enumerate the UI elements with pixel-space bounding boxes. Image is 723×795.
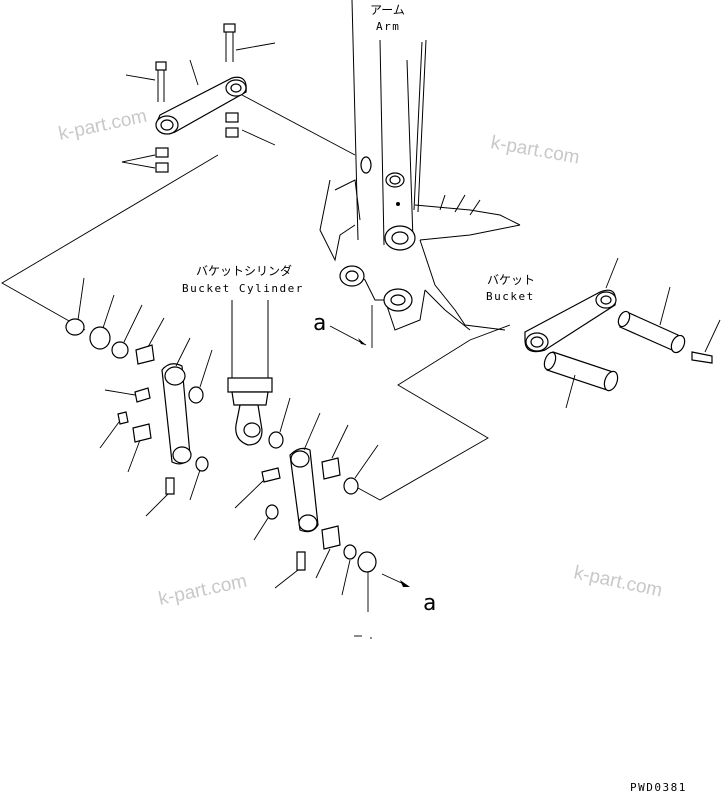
bucket-label-jp: バケット — [487, 273, 535, 287]
bucket-link-and-pins — [524, 257, 721, 409]
top-link-assembly — [121, 23, 276, 173]
right-side-link-assembly — [234, 324, 511, 612]
arm-assembly — [351, 0, 427, 246]
ref-a-top: a — [313, 311, 326, 336]
left-side-link-assembly — [65, 277, 213, 517]
arm-label-jp: アーム — [370, 3, 405, 17]
bucket-label-en: Bucket — [486, 290, 535, 303]
group-leader-top — [1, 154, 219, 331]
watermark-2: k-part.com — [489, 132, 581, 168]
cylinder-label-jp: バケットシリンダ — [196, 263, 292, 278]
cylinder-label-en: Bucket Cylinder — [182, 282, 304, 295]
watermark-1: k-part.com — [57, 106, 149, 145]
bucket-cylinder — [227, 300, 273, 446]
arm-label-en: Arm — [376, 20, 400, 33]
ref-a-bottom: a — [423, 591, 436, 616]
bucket — [319, 179, 521, 331]
watermark-4: k-part.com — [572, 562, 664, 601]
drawing-code: PWD0381 — [630, 781, 687, 794]
watermark-3: k-part.com — [157, 571, 249, 610]
